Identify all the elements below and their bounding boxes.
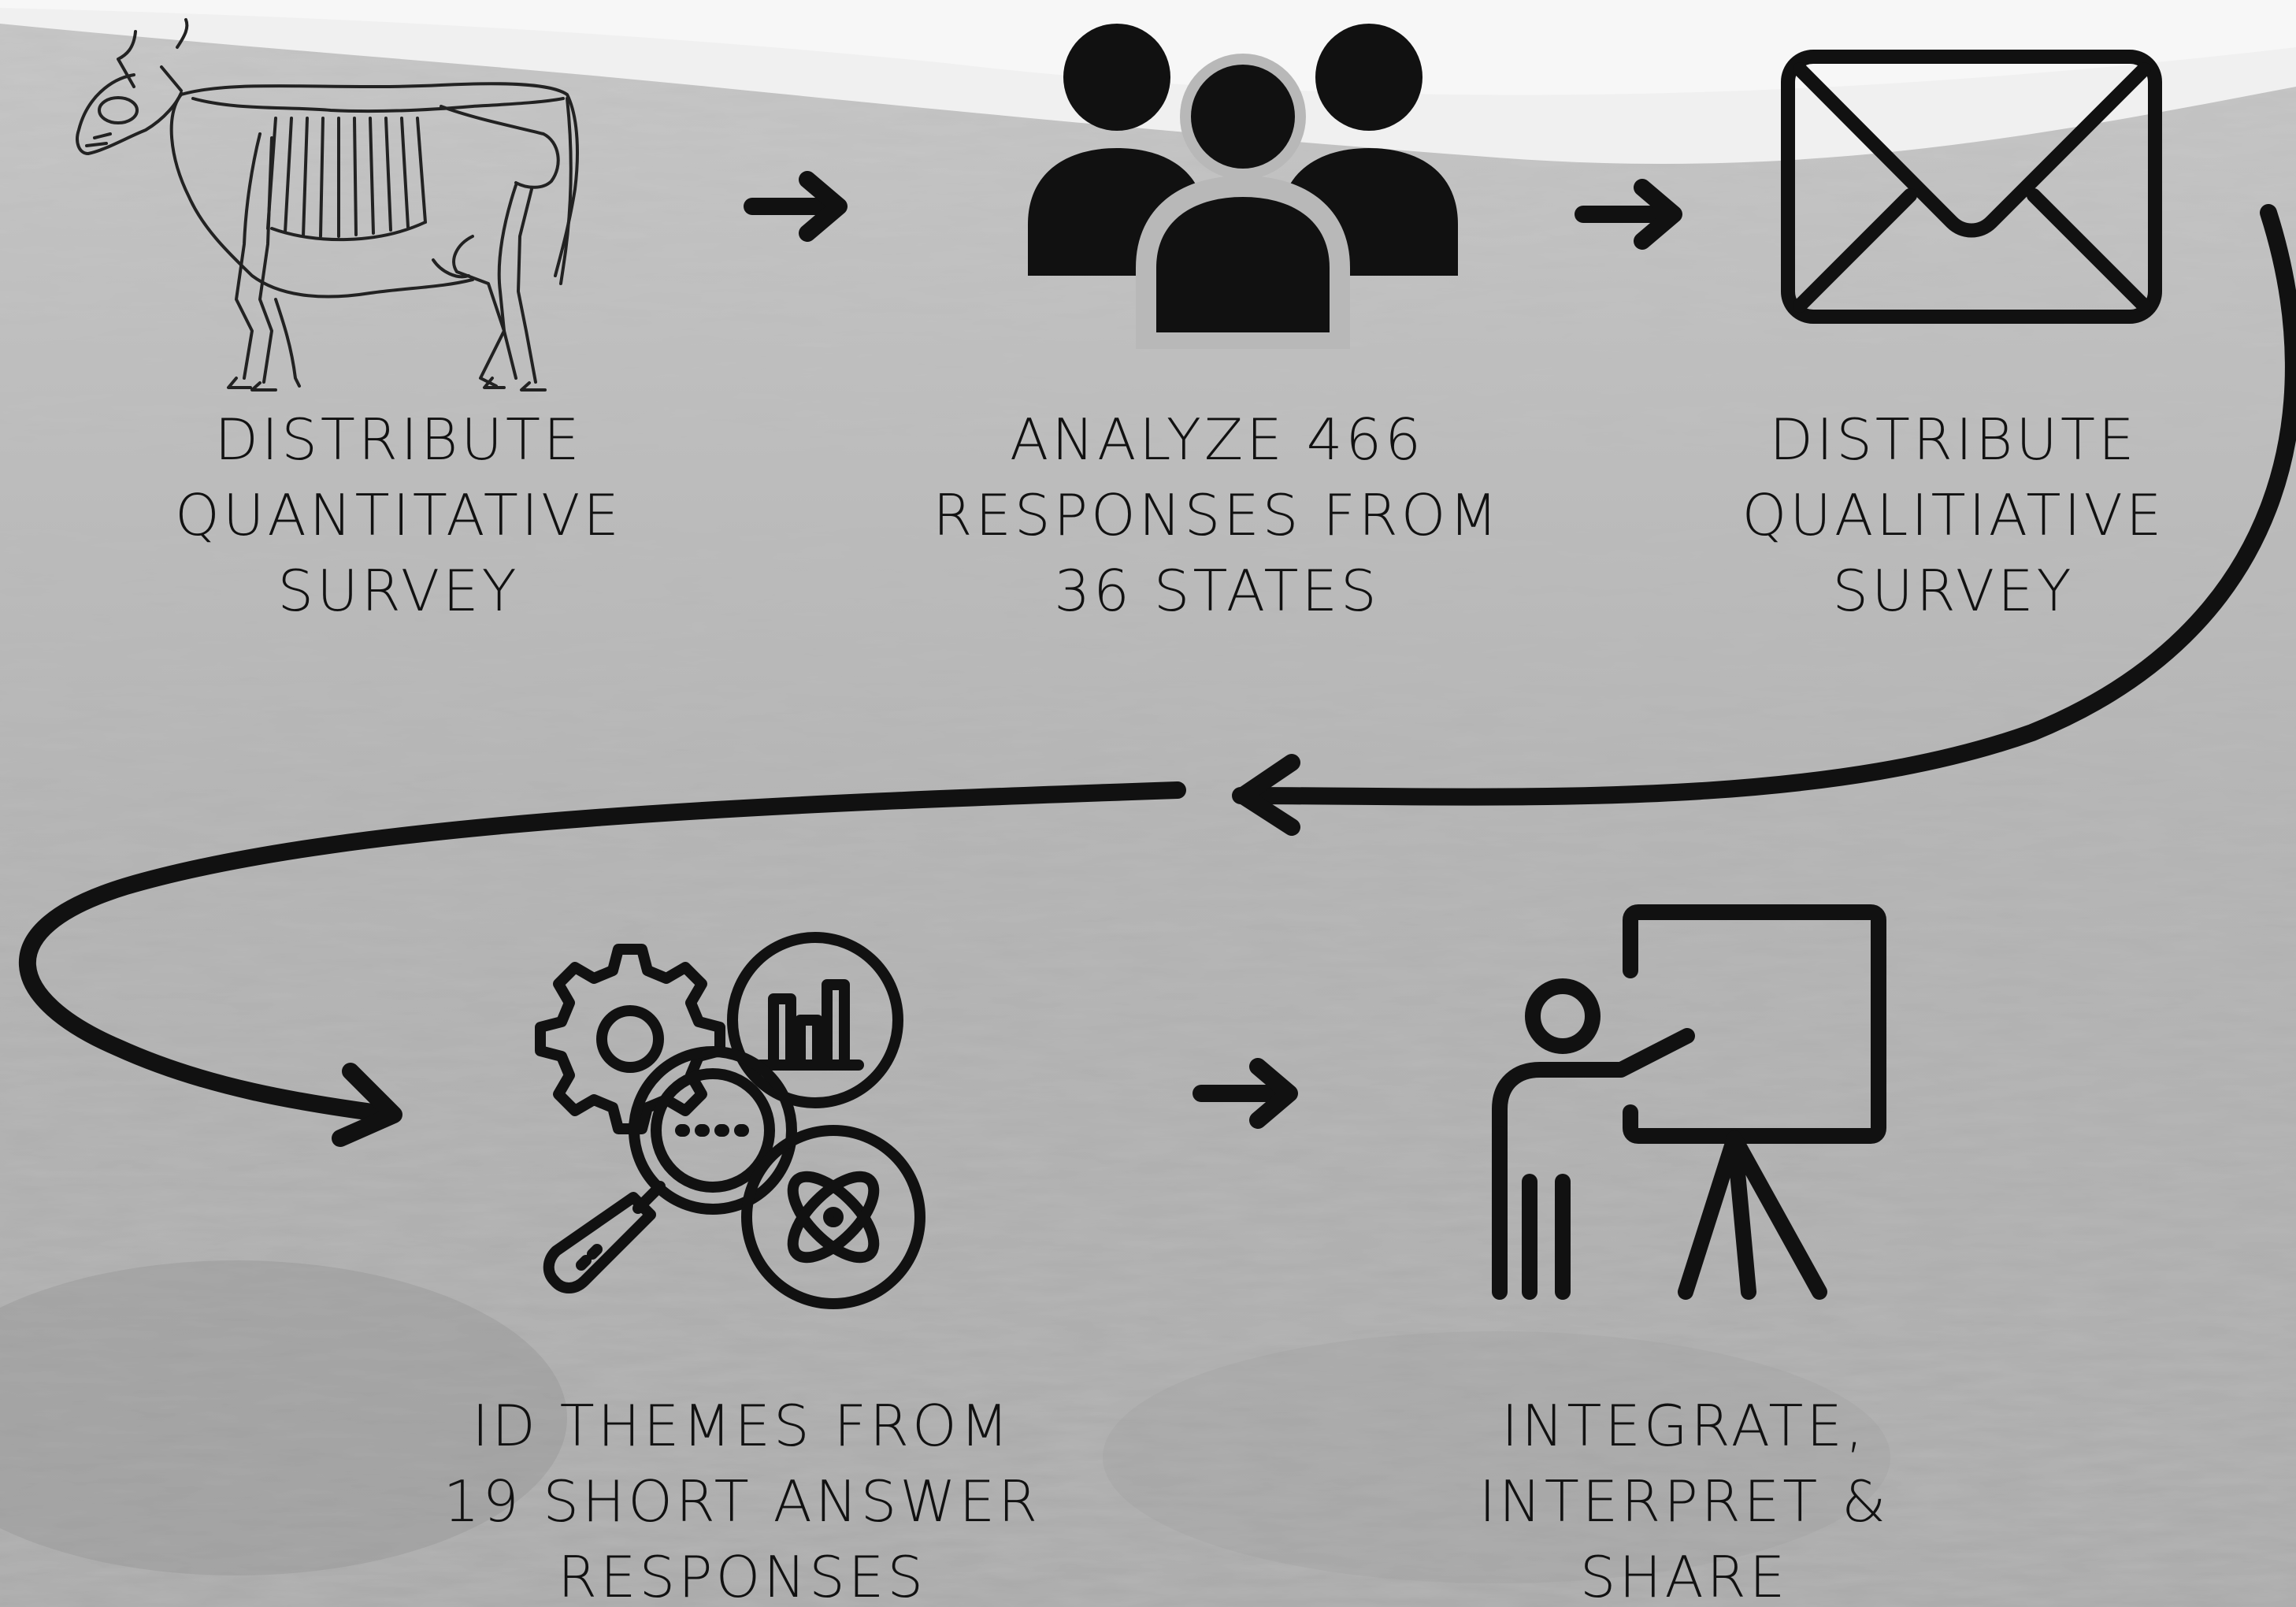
magnifier-icon [543,1046,797,1293]
step-label-line: RESPONSES [557,1544,927,1607]
step-label-line: ANALYZE 466 [1009,406,1425,473]
presentation-icon [1492,904,1886,1300]
step-label-line: SHARE [1579,1544,1789,1607]
arrow-right-icon [744,171,848,242]
step-label-line: 19 SHORT ANSWER [443,1468,1041,1535]
step-label-id-themes: ID THEMES FROM 19 SHORT ANSWER RESPONSES [427,1388,1057,1607]
atom-icon [741,1125,925,1309]
people-group-icon [1028,24,1458,349]
bar-chart-icon [727,932,903,1108]
step-label-line: DISTRIBUTE [214,406,583,473]
step-label-integrate-share: INTEGRATE, INTERPRET & SHARE [1369,1388,1999,1607]
step-label-line: QUANTITATIVE [175,482,622,548]
step-label-line: RESPONSES FROM [933,482,1501,548]
step-label-line: ID THEMES FROM [472,1393,1012,1459]
step-label-distribute-qualitative: DISTRIBUTE QUALITIATIVE SURVEY [1638,402,2268,629]
curved-arrow-icon [18,781,1186,1147]
step-label-line: INTEGRATE, [1501,1393,1867,1459]
data-analysis-icon [535,932,925,1309]
envelope-icon [1781,50,2162,324]
step-label-line: SURVEY [1832,558,2075,624]
curved-arrow-icon [1232,204,2296,836]
step-label-distribute-quantitative: DISTRIBUTE QUANTITATIVE SURVEY [83,402,714,629]
step-label-line: 36 STATES [1054,558,1380,624]
step-label-line: INTERPRET & [1478,1468,1890,1535]
cow-skeleton-icon [76,18,579,392]
step-label-line: SURVEY [277,558,520,624]
step-label-analyze-responses: ANALYZE 466 RESPONSES FROM 36 STATES [902,402,1532,629]
arrow-right-icon [1193,1058,1298,1129]
gear-icon [535,944,725,1134]
step-label-line: DISTRIBUTE [1769,406,2138,473]
arrow-right-icon [1575,179,1682,250]
step-label-line: QUALITIATIVE [1741,482,2165,548]
